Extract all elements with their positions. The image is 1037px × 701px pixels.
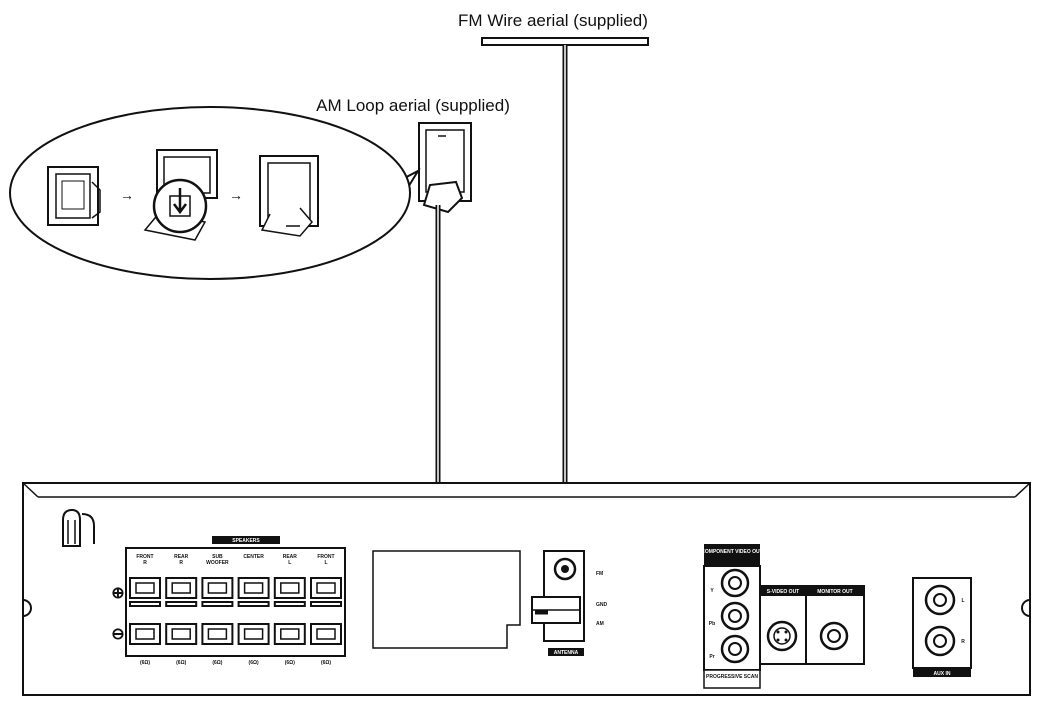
speaker-name-label: L bbox=[288, 560, 291, 566]
terminal-lever bbox=[171, 628, 191, 640]
speaker-impedance-label: (6Ω) bbox=[285, 660, 295, 666]
fm-aerial-wire-bar bbox=[481, 37, 649, 46]
terminal-divider bbox=[273, 601, 306, 607]
speaker-terminals: SPEAKERS ⊕ ⊖ FRONTR(6Ω)REARR(6Ω)SUBWOOFE… bbox=[111, 536, 346, 666]
s-video-header: S-VIDEO OUT bbox=[767, 589, 800, 595]
terminal-lever bbox=[207, 628, 228, 640]
terminal-lever bbox=[207, 582, 228, 594]
terminal-divider bbox=[129, 601, 161, 607]
minus-icon: ⊖ bbox=[111, 626, 124, 643]
component-jack-y[interactable]: Y bbox=[710, 568, 750, 598]
fm-terminal-label: FM bbox=[596, 571, 603, 577]
fm-aerial-label: FM Wire aerial (supplied) bbox=[458, 11, 648, 30]
am-aerial-label: AM Loop aerial (supplied) bbox=[316, 96, 510, 115]
aux-in-section: L R AUX IN bbox=[912, 577, 972, 677]
assembly-callout: → → bbox=[9, 106, 421, 280]
speakers-header: SPEAKERS bbox=[232, 538, 260, 544]
terminal-lever bbox=[243, 628, 264, 640]
speaker-impedance-label: (6Ω) bbox=[249, 660, 259, 666]
speaker-name-label: WOOFER bbox=[206, 560, 229, 566]
terminal-lever bbox=[316, 582, 336, 594]
component-jack-label: Pb bbox=[709, 621, 715, 627]
component-jack-label: Y bbox=[710, 588, 714, 594]
progressive-scan-label: PROGRESSIVE SCAN bbox=[706, 674, 758, 680]
terminal-divider bbox=[310, 601, 342, 607]
antenna-section: FM GND AM ANTENNA bbox=[372, 550, 608, 656]
assembly-step-2 bbox=[143, 149, 218, 241]
speaker-name-label: R bbox=[179, 560, 183, 566]
terminal-lever bbox=[135, 628, 155, 640]
speaker-name-label: L bbox=[324, 560, 327, 566]
mount-notch-left bbox=[22, 599, 32, 617]
fm-wire-aerial: FM Wire aerial (supplied) bbox=[458, 11, 649, 565]
speaker-name-label: R bbox=[143, 560, 147, 566]
assembly-step-1 bbox=[47, 166, 101, 226]
terminal-lever bbox=[316, 628, 336, 640]
terminal-lever bbox=[243, 582, 264, 594]
terminal-divider bbox=[201, 601, 234, 607]
speaker-name-label: FRONT bbox=[317, 554, 334, 560]
speaker-impedance-label: (6Ω) bbox=[140, 660, 150, 666]
component-jack-label: Pr bbox=[709, 654, 714, 660]
speaker-name-label: CENTER bbox=[243, 554, 264, 560]
terminal-lever bbox=[280, 582, 300, 594]
cable-clamp bbox=[62, 508, 95, 547]
component-jack-pr[interactable]: Pr bbox=[709, 634, 750, 664]
terminal-lever bbox=[171, 582, 191, 594]
arrow-icon: → bbox=[229, 187, 243, 203]
speaker-name-label: FRONT bbox=[136, 554, 153, 560]
s-video-section: S-VIDEO OUT bbox=[759, 585, 807, 665]
arrow-icon: → bbox=[120, 187, 134, 203]
monitor-header: MONITOR OUT bbox=[817, 589, 852, 595]
speaker-terminal-block bbox=[125, 547, 346, 657]
am-loop-stand bbox=[422, 180, 464, 214]
speaker-impedance-label: (6Ω) bbox=[176, 660, 186, 666]
antenna-header: ANTENNA bbox=[554, 650, 579, 656]
down-arrow-icon bbox=[173, 188, 187, 215]
monitor-out-section: MONITOR OUT bbox=[805, 585, 865, 665]
assembly-step-3 bbox=[259, 155, 319, 237]
terminal-divider bbox=[237, 601, 270, 607]
am-terminal-label: AM bbox=[596, 621, 604, 627]
speaker-name-label: REAR bbox=[174, 554, 189, 560]
speaker-impedance-label: (6Ω) bbox=[321, 660, 331, 666]
gnd-terminal-label: GND bbox=[596, 602, 608, 608]
panel-plate bbox=[372, 550, 521, 649]
aux-l-label: L bbox=[961, 598, 964, 604]
terminal-divider bbox=[165, 601, 198, 607]
speaker-name-label: REAR bbox=[283, 554, 298, 560]
terminal-lever bbox=[280, 628, 300, 640]
rear-panel: SPEAKERS ⊕ ⊖ FRONTR(6Ω)REARR(6Ω)SUBWOOFE… bbox=[22, 482, 1031, 696]
component-jack-pb[interactable]: Pb bbox=[709, 601, 750, 631]
terminal-lever bbox=[135, 582, 155, 594]
speaker-impedance-label: (6Ω) bbox=[212, 660, 222, 666]
component-header: COMPONENT VIDEO OUT bbox=[701, 549, 762, 555]
speaker-terminal-4[interactable]: CENTER (6Ω) bbox=[237, 554, 270, 666]
plus-icon: ⊕ bbox=[111, 585, 124, 602]
aux-r-label: R bbox=[961, 639, 965, 645]
aux-header: AUX IN bbox=[934, 671, 951, 677]
mount-notch-right bbox=[1021, 599, 1031, 617]
speaker-name-label: SUB bbox=[212, 554, 223, 560]
